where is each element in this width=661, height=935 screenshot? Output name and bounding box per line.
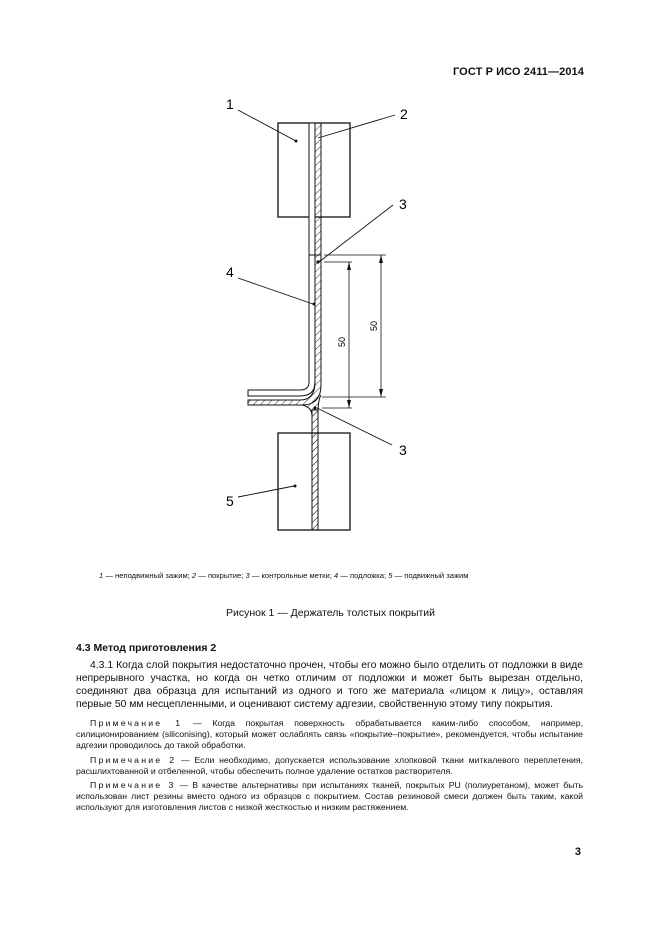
note-1: Примечание 1 — Когда покрытая поверхност…: [76, 718, 583, 752]
paragraph-4-3-1: 4.3.1 Когда слой покрытия недостаточно п…: [76, 659, 583, 711]
page-number: 3: [574, 846, 581, 858]
note-text: — Когда покрытая поверхность обрабатывае…: [76, 718, 583, 751]
section-title: 4.3 Метод приготовления 2: [76, 642, 217, 654]
legend-num: 2: [191, 571, 197, 580]
figure-caption: Рисунок 1 — Держатель толстых покрытий: [225, 607, 436, 619]
legend-text: — подложка;: [338, 571, 389, 580]
label-1: 1: [226, 96, 234, 112]
legend-text: — контрольные метки;: [249, 571, 334, 580]
legend-num: 1: [99, 571, 104, 580]
legend-text: — подвижный зажим: [392, 571, 469, 580]
label-3-top: 3: [399, 196, 407, 212]
note-label: Примечание 3: [90, 780, 176, 790]
legend-text: — покрытие;: [196, 571, 246, 580]
legend-num: 3: [245, 571, 250, 580]
note-3: Примечание 3 — В качестве альтернативы п…: [76, 780, 583, 814]
label-3-bottom: 3: [399, 442, 407, 458]
note-label: Примечание 2: [90, 755, 177, 765]
label-4: 4: [226, 264, 234, 280]
note-text: — В качестве альтернативы при испытаниях…: [76, 780, 583, 813]
dimension-inner: 50: [337, 337, 347, 347]
dimension-outer: 50: [369, 321, 379, 331]
figure-legend: 1 — неподвижный зажим; 2 — покрытие; 3 —…: [99, 571, 579, 580]
label-5: 5: [226, 493, 234, 509]
note-label: Примечание 1: [90, 718, 183, 728]
legend-num: 5: [388, 571, 393, 580]
note-2: Примечание 2 — Если необходимо, допускае…: [76, 755, 583, 777]
standard-header: ГОСТ Р ИСО 2411—2014: [452, 66, 584, 78]
paragraph-text: 4.3.1 Когда слой покрытия недостаточно п…: [76, 660, 583, 711]
legend-num: 4: [333, 571, 339, 580]
holder-diagram: 1 2 3 4 5 3 50 50: [226, 96, 408, 531]
note-text: — Если необходимо, допускается использов…: [76, 755, 583, 777]
label-2: 2: [400, 106, 408, 122]
legend-text: — неподвижный зажим;: [103, 571, 192, 580]
